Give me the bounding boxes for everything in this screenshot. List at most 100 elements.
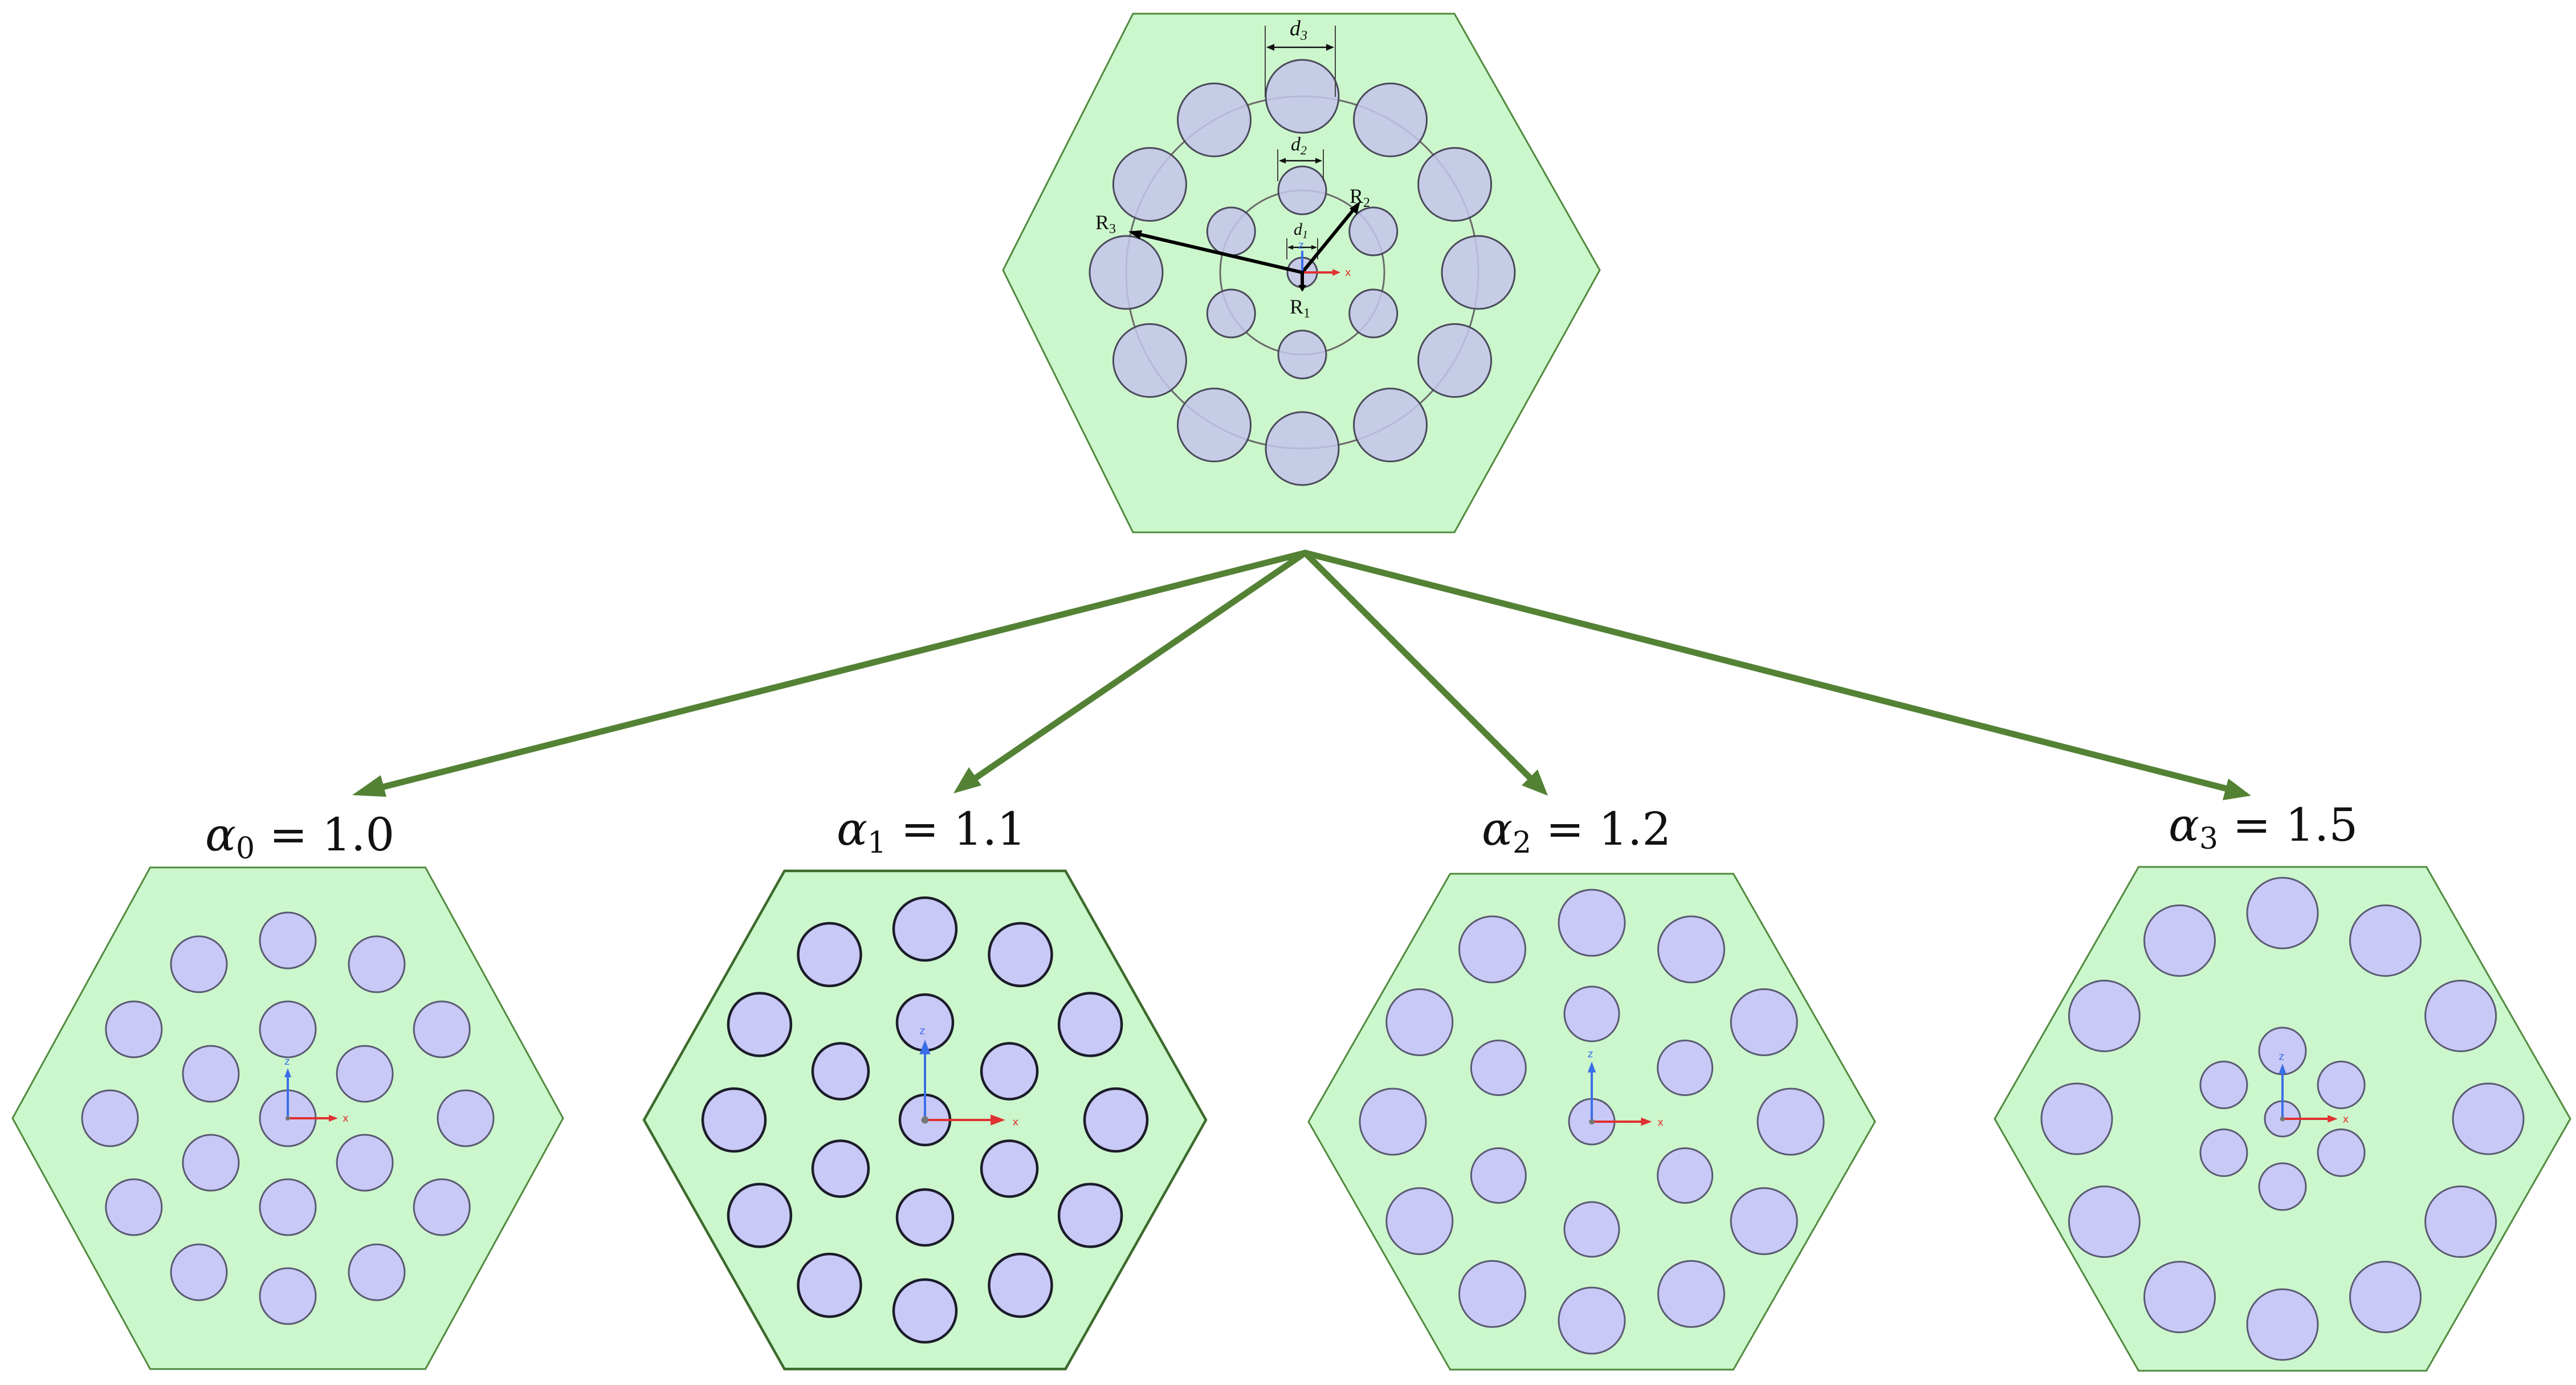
- axis-z-arrowhead: [1587, 1061, 1596, 1073]
- label-r3-sub: 3: [1109, 222, 1116, 237]
- alpha-0-symbol: α: [205, 808, 236, 861]
- variant-pin-outer: [1359, 1087, 1427, 1156]
- variant-pin-inner: [336, 1134, 394, 1192]
- axis-z-label: z: [1588, 1048, 1593, 1060]
- variant-pin-inner: [1657, 1147, 1714, 1204]
- variant-pin-outer: [2143, 904, 2216, 977]
- variant-pin-inner: [259, 1178, 317, 1236]
- axis-z-arrowhead: [919, 1040, 931, 1054]
- variant-pin-inner: [811, 1042, 870, 1101]
- alpha-0-value: = 1.0: [255, 808, 394, 861]
- variant-pin-outer: [1385, 1187, 1454, 1255]
- dimension-d2: d2: [1277, 134, 1324, 181]
- svg-text:d3: d3: [1290, 17, 1307, 43]
- axis-x-arrowhead: [1641, 1117, 1652, 1126]
- variant-axes-icon-2: xz: [1587, 1048, 1664, 1129]
- svg-text:d1: d1: [1294, 220, 1308, 241]
- variant-pin-outer: [105, 1178, 163, 1236]
- alpha-0-sub: 0: [236, 832, 255, 866]
- variant-pin-inner: [1470, 1147, 1527, 1204]
- variant-pin-outer: [348, 935, 406, 993]
- alpha-1-label: α1 = 1.1: [837, 803, 1026, 860]
- variant-pin-outer: [1385, 988, 1454, 1056]
- variant-pin-inner: [1657, 1040, 1714, 1096]
- variant-pin-outer: [2452, 1082, 2525, 1155]
- variant-pin-inner: [259, 1000, 317, 1058]
- alpha-3-symbol: α: [2169, 799, 2199, 852]
- variant-pin-outer: [2349, 904, 2422, 977]
- variant-pin-outer: [2246, 877, 2319, 950]
- variant-pin-outer: [701, 1087, 767, 1153]
- reference-pin-outer: [1112, 323, 1187, 398]
- axis-x-label: x: [1013, 1117, 1019, 1129]
- variant-assembly-1: xz: [642, 869, 1208, 1371]
- variant-pin-outer: [81, 1089, 139, 1147]
- radius-r2: R2: [1301, 185, 1370, 274]
- variant-pin-outer: [170, 935, 228, 993]
- reference-pin-outer: [1417, 147, 1493, 222]
- variant-pin-inner: [336, 1045, 394, 1103]
- variant-assembly-3: xz: [1994, 866, 2571, 1372]
- radius-r1: R1: [1290, 272, 1310, 321]
- label-d3: d: [1290, 17, 1301, 40]
- variant-pin-outer: [2246, 1288, 2319, 1361]
- variant-pin-inner: [2317, 1061, 2366, 1109]
- variant-pin-outer: [2143, 1261, 2216, 1334]
- variant-pin-outer: [413, 1000, 471, 1058]
- svg-text:R1: R1: [1290, 295, 1310, 321]
- label-d1: d: [1294, 220, 1303, 239]
- variant-pin-outer: [797, 922, 862, 988]
- arrow-to-alpha-0: [352, 549, 1309, 797]
- axis-x-arrowhead: [329, 1115, 338, 1122]
- alpha-2-symbol: α: [1482, 803, 1513, 856]
- variant-pin-inner: [1563, 1201, 1620, 1258]
- axis-origin: [2280, 1116, 2285, 1122]
- variant-pin-outer: [727, 1183, 793, 1248]
- axis-origin: [1589, 1119, 1595, 1125]
- variant-pin-outer: [1756, 1087, 1825, 1156]
- label-r1: R: [1290, 295, 1303, 318]
- variant-pin-outer: [1458, 915, 1526, 984]
- reference-pin-outer: [1265, 59, 1340, 134]
- reference-pin-outer: [1265, 411, 1340, 486]
- reference-pin-inner: [1206, 206, 1256, 256]
- reference-pin-outer: [1177, 388, 1252, 463]
- variant-pin-outer: [892, 1278, 958, 1344]
- variant-assembly-0: xz: [11, 866, 564, 1370]
- axis-x-arrowhead: [2328, 1115, 2338, 1123]
- variant-assembly-2: xz: [1307, 873, 1876, 1371]
- axis-x-label: x: [1657, 1117, 1664, 1129]
- variant-pin-outer: [2424, 980, 2497, 1052]
- alpha-1-sub: 1: [867, 826, 886, 860]
- variant-axes-icon-3: xz: [2279, 1051, 2349, 1126]
- variant-pin-inner: [1470, 1040, 1527, 1096]
- variant-pin-outer: [2349, 1261, 2422, 1334]
- label-d2: d: [1291, 134, 1301, 155]
- variant-pin-inner: [2317, 1129, 2366, 1177]
- label-r2: R: [1350, 185, 1363, 207]
- variant-pin-inner: [2199, 1129, 2248, 1177]
- axis-x-label: x: [343, 1113, 349, 1125]
- variant-pin-inner: [980, 1139, 1039, 1198]
- variant-pin-outer: [988, 922, 1053, 988]
- reference-pin-inner: [1348, 288, 1399, 339]
- reference-axis-x-label: x: [1345, 267, 1351, 279]
- variant-pin-outer: [727, 992, 793, 1057]
- arrow-to-alpha-3: [1302, 549, 2251, 800]
- variant-pin-outer: [259, 1267, 317, 1325]
- variant-pin-outer: [1730, 988, 1798, 1056]
- variant-pin-outer: [1730, 1187, 1798, 1255]
- dimension-d1: d1: [1286, 220, 1318, 259]
- variant-pin-outer: [2424, 1186, 2497, 1258]
- dimension-d3: d3: [1265, 17, 1336, 97]
- axis-x-label: x: [2343, 1114, 2349, 1126]
- axis-x-arrowhead: [991, 1114, 1005, 1126]
- label-r2-sub: 2: [1363, 195, 1370, 210]
- reference-pin-outer: [1177, 82, 1252, 157]
- svg-text:d2: d2: [1291, 134, 1307, 157]
- variant-pin-outer: [413, 1178, 471, 1236]
- reference-assembly: d3 d2 d1: [1002, 13, 1601, 533]
- alpha-1-value: = 1.1: [886, 803, 1026, 856]
- reference-pin-inner: [1277, 329, 1327, 380]
- variant-pin-outer: [2068, 980, 2141, 1052]
